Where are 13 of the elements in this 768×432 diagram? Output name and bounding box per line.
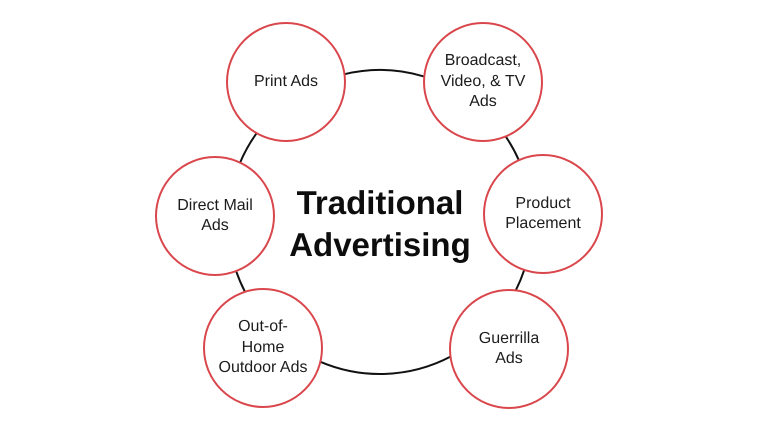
circle-label: Product Placement [504, 194, 582, 234]
connector-arc [344, 69, 424, 78]
circle-label: Print Ads [252, 72, 320, 92]
circle-label: Guerrilla Ads [478, 328, 540, 369]
circle-label: Broadcast, Video, & TV Ads [440, 51, 526, 112]
connector-arc [514, 270, 526, 291]
connector-arc [504, 136, 520, 161]
circle-label: Out-of-Home Outdoor Ads [218, 317, 308, 378]
circle-label: Direct Mail Ads [176, 196, 254, 236]
connector-arc [239, 132, 258, 164]
central-heading: Traditional Advertising [288, 183, 472, 265]
connector-arc [235, 270, 246, 292]
connector-arc [320, 356, 451, 375]
